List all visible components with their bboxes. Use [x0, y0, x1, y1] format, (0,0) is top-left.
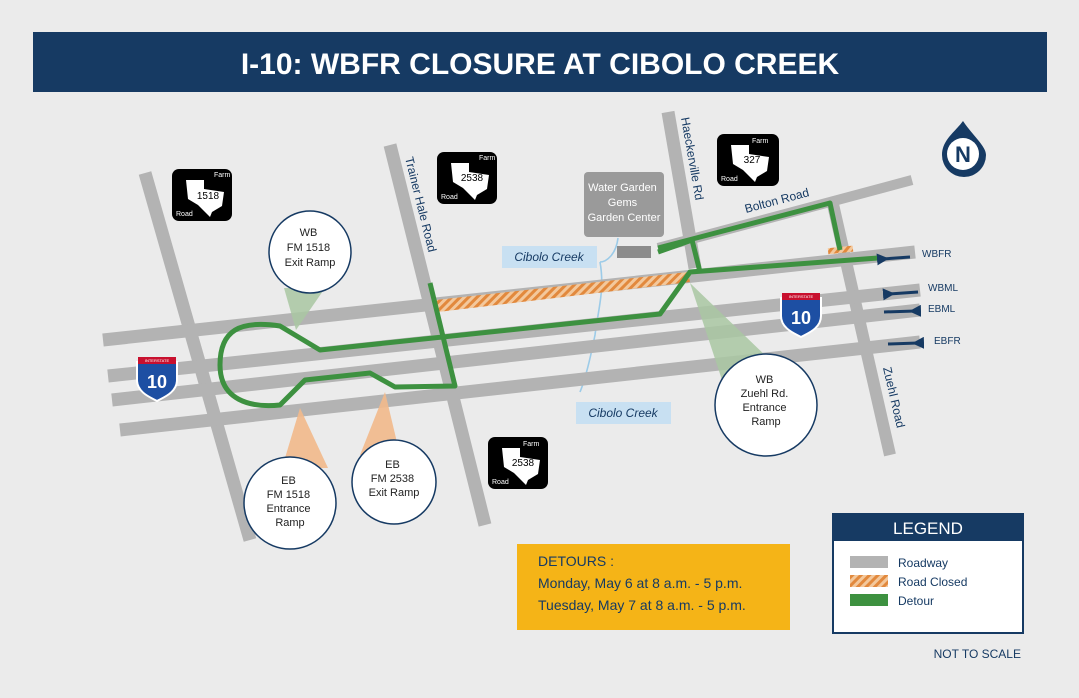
legend-roadway-swatch [850, 556, 888, 568]
header-bar [33, 32, 1047, 92]
ebfr-label: EBFR [934, 336, 961, 347]
svg-text:1518: 1518 [197, 191, 220, 202]
callout-text: Exit Ramp [369, 487, 420, 499]
business-building [617, 246, 651, 258]
callout-text: Entrance [742, 402, 786, 414]
callout-text: WB [756, 374, 774, 386]
svg-text:Road: Road [492, 479, 509, 486]
creek-label: Cibolo Creek [588, 406, 658, 420]
svg-text:2538: 2538 [512, 458, 535, 469]
callout-wb-fm1518 [268, 210, 352, 294]
svg-text:EB FM 2538 Exit Ramp: EB FM 2538 Exit Ramp [369, 459, 420, 499]
detour-route [217, 200, 879, 409]
callout-eb-fm1518 [243, 456, 337, 550]
farm-road-shield-icon: Farm Road 2538 [488, 437, 548, 489]
svg-text:Road: Road [441, 194, 458, 201]
wbml-label: WBML [928, 283, 958, 294]
legend-label: Roadway [898, 556, 948, 570]
creek-label-box [502, 246, 597, 268]
legend-detour-swatch [850, 594, 888, 606]
creek-label: Cibolo Creek [514, 250, 584, 264]
svg-text:INTERSTATE: INTERSTATE [145, 358, 170, 363]
closure-marker [827, 245, 854, 255]
callout-text: EB [385, 459, 400, 471]
callout-text: Exit Ramp [285, 257, 336, 269]
svg-text:WB Zuehl Rd. Entrance: WB Zuehl Rd. Entrance Ramp [741, 374, 792, 428]
svg-text:EB FM 1518 Entrance: EB FM 1518 Entrance Ramp [266, 475, 313, 529]
business-box [584, 172, 664, 237]
farm-road-shield-icon: Farm Road 1518 [172, 169, 232, 221]
wb-zuehl-pointer [690, 283, 770, 380]
svg-text:2538: 2538 [461, 173, 484, 184]
lane-labels: WBFR WBML EBML EBFR [876, 249, 961, 349]
callout-text: FM 1518 [267, 489, 310, 501]
detour-date: Tuesday, May 7 at 8 a.m. - 5 p.m. [538, 597, 746, 613]
svg-text:327: 327 [744, 155, 761, 166]
legend-label: Detour [898, 594, 934, 608]
north-arrow-icon: N [942, 121, 986, 177]
svg-text:10: 10 [791, 308, 811, 328]
wbfr-closure [436, 272, 690, 312]
svg-text:Farm: Farm [523, 441, 540, 448]
callout-text: Ramp [751, 416, 780, 428]
detours-box [517, 544, 790, 630]
callout-text: FM 1518 [287, 242, 330, 254]
svg-text:Farm: Farm [752, 138, 769, 145]
legend-title: LEGEND [893, 519, 963, 538]
page-title: I-10: WBFR CLOSURE AT CIBOLO CREEK [241, 48, 840, 81]
svg-text:Farm: Farm [214, 172, 231, 179]
legend-label: Road Closed [898, 575, 967, 589]
creek-label-box [576, 402, 671, 424]
legend: LEGEND Roadway Road Closed Detour [832, 513, 1024, 634]
callout-text: WB [300, 227, 318, 239]
creek-branch-line [599, 237, 619, 263]
scale-note: NOT TO SCALE [934, 647, 1021, 661]
ebml-label: EBML [928, 304, 956, 315]
callout-text: Zuehl Rd. [741, 388, 789, 400]
callout-eb-fm2538 [351, 439, 437, 525]
svg-text:10: 10 [147, 372, 167, 392]
business-label: Water Garden Gems Garden Center [588, 182, 661, 224]
callout-text: Entrance [266, 503, 310, 515]
svg-text:WB FM 1518 Exit Ramp: WB FM 1518 Exit Ramp [285, 227, 336, 269]
eb-fm2538-pointer [360, 392, 400, 455]
svg-text:Road: Road [721, 176, 738, 183]
svg-text:N: N [955, 142, 971, 167]
interstate-shield-icon: INTERSTATE 10 [780, 293, 822, 339]
farm-road-shield-icon: Farm Road 2538 [437, 152, 497, 204]
callout-text: Ramp [275, 517, 304, 529]
callout-wb-zuehl [714, 353, 818, 457]
svg-text:INTERSTATE: INTERSTATE [789, 294, 814, 299]
legend-closed-swatch [850, 575, 888, 587]
ebfr-lane [119, 335, 921, 437]
interstate-shield-icon: INTERSTATE 10 [136, 357, 178, 403]
eb-fm1518-pointer [282, 408, 328, 468]
detours-title: DETOURS : [538, 553, 614, 569]
detours-text: DETOURS : Monday, May 6 at 8 a.m. - 5 p.… [538, 553, 746, 613]
svg-text:Road: Road [176, 211, 193, 218]
callout-text: FM 2538 [371, 473, 414, 485]
callout-text: EB [281, 475, 296, 487]
zuehl-road [826, 198, 896, 457]
detour-date: Monday, May 6 at 8 a.m. - 5 p.m. [538, 575, 742, 591]
fm1518-road [138, 171, 257, 542]
wbfr-label: WBFR [922, 249, 951, 260]
farm-road-shield-icon: Farm Road 327 [717, 134, 779, 186]
svg-text:Farm: Farm [479, 155, 496, 162]
wb-fm1518-pointer [284, 288, 325, 330]
